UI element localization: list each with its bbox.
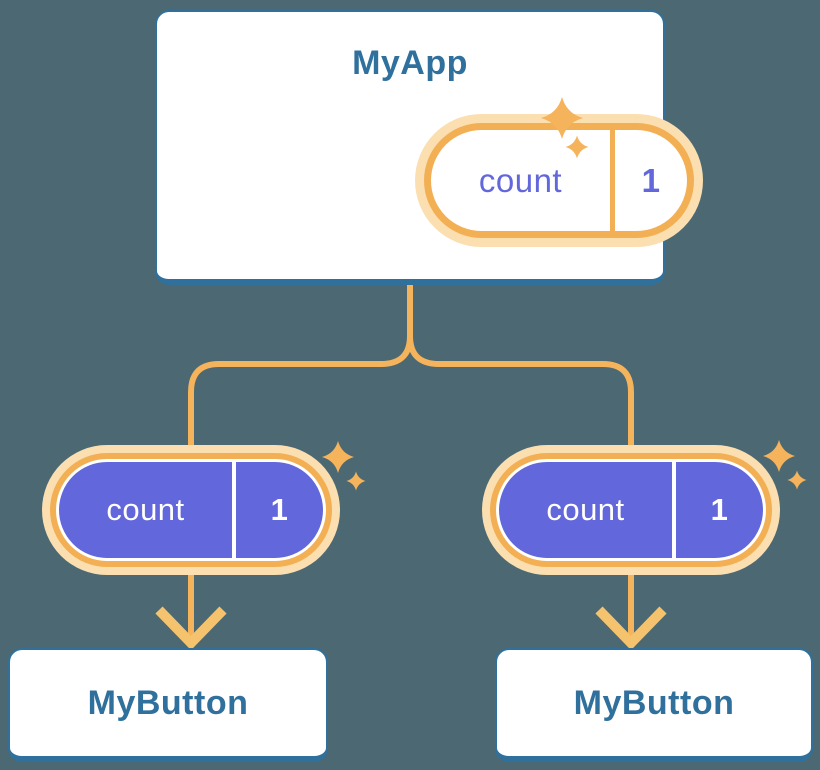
pill-divider	[232, 462, 236, 558]
component-node-myapp: MyApp count 1	[155, 10, 703, 285]
prop-name: count	[546, 492, 625, 527]
component-node-mybutton-left: MyButton	[8, 648, 328, 762]
component-node-mybutton-right: MyButton	[495, 648, 813, 762]
sparkle-icon	[763, 440, 807, 490]
state-name: count	[478, 161, 563, 199]
branch-line-right	[407, 282, 634, 640]
component-title: MyButton	[87, 683, 249, 722]
pill-divider	[672, 462, 676, 558]
prop-value: 1	[710, 492, 729, 527]
prop-name: count	[106, 492, 185, 527]
arrow-down-icon	[595, 606, 667, 651]
pill-ring: count 1	[490, 453, 772, 567]
state-value: 1	[641, 161, 661, 199]
prop-pill-right: count 1	[482, 445, 780, 575]
pill-ring: count 1	[424, 123, 694, 238]
pill-divider	[610, 130, 615, 231]
component-title: MyApp	[352, 44, 468, 82]
sparkle-icon	[541, 97, 589, 159]
arrow-down-icon	[155, 606, 227, 651]
prop-pill-left: count 1	[42, 445, 340, 575]
state-pill: count 1	[415, 114, 703, 247]
pill-ring: count 1	[50, 453, 332, 567]
sparkle-icon	[322, 441, 366, 491]
prop-value: 1	[270, 492, 289, 527]
component-title: MyButton	[573, 683, 735, 722]
